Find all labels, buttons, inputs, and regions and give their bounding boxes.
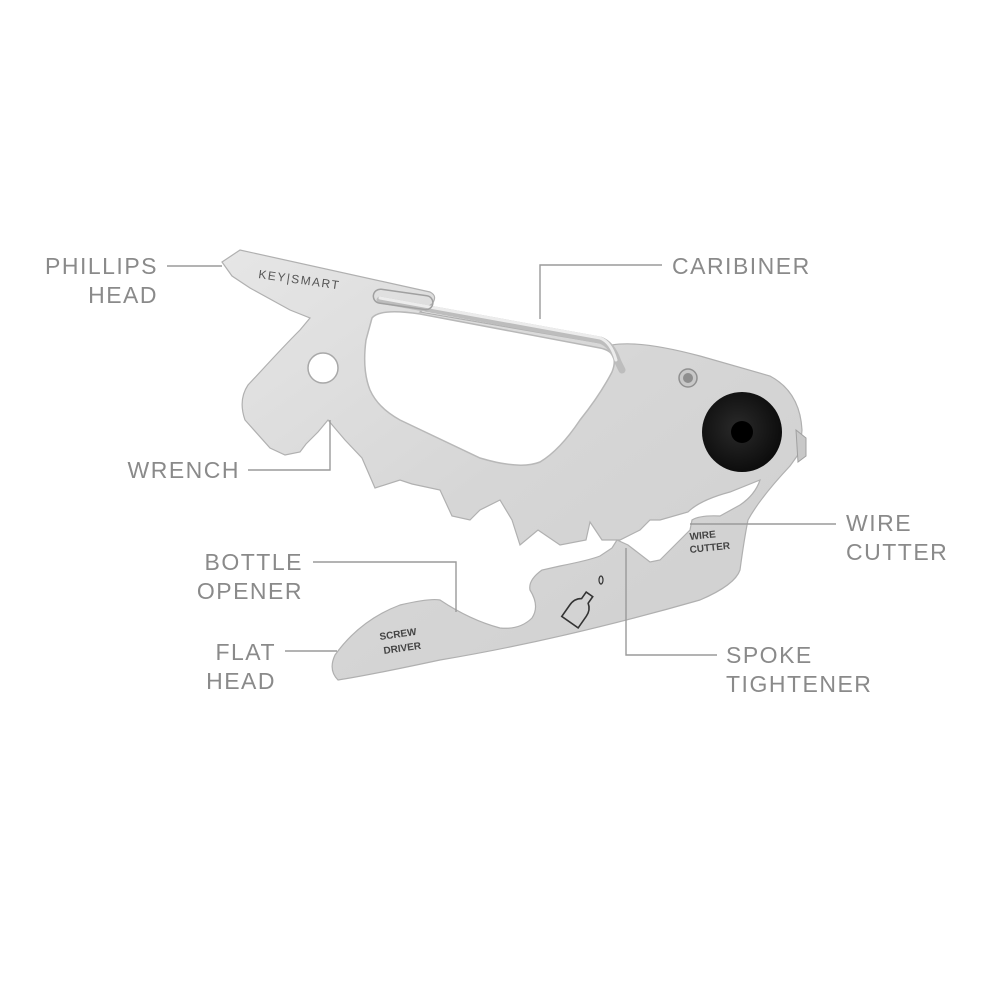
leader-wrench: [248, 420, 331, 471]
tool-body: [221, 249, 807, 681]
leader-caribiner: [539, 264, 662, 319]
screwdriver-engraving-1: SCREW: [379, 627, 418, 643]
callout-flat-head: FLAT HEAD: [206, 639, 276, 694]
bottle-icon: [560, 590, 594, 630]
callout-caribiner: CARIBINER: [672, 253, 811, 279]
leader-bottle-opener: [313, 561, 457, 612]
callout-bottle-opener: BOTTLE OPENER: [196, 549, 303, 604]
wirecutter-engraving-1: WIRE: [689, 529, 716, 543]
wrench-hole: [307, 352, 339, 384]
leader-lines: [167, 264, 836, 656]
callout-spoke-tightener: SPOKE TIGHTENER: [726, 642, 873, 697]
carabiner-opening: [363, 311, 615, 466]
leader-spoke-tightener: [625, 548, 717, 656]
callout-wrench: WRENCH: [127, 457, 240, 483]
carabiner-wire: [372, 288, 626, 374]
callout-phillips-head: PHILLIPS HEAD: [45, 253, 158, 308]
screwdriver-engraving-2: DRIVER: [383, 641, 423, 657]
callout-wire-cutter: WIRE CUTTER: [846, 510, 949, 565]
wirecutter-engraving-2: CUTTER: [689, 541, 731, 556]
